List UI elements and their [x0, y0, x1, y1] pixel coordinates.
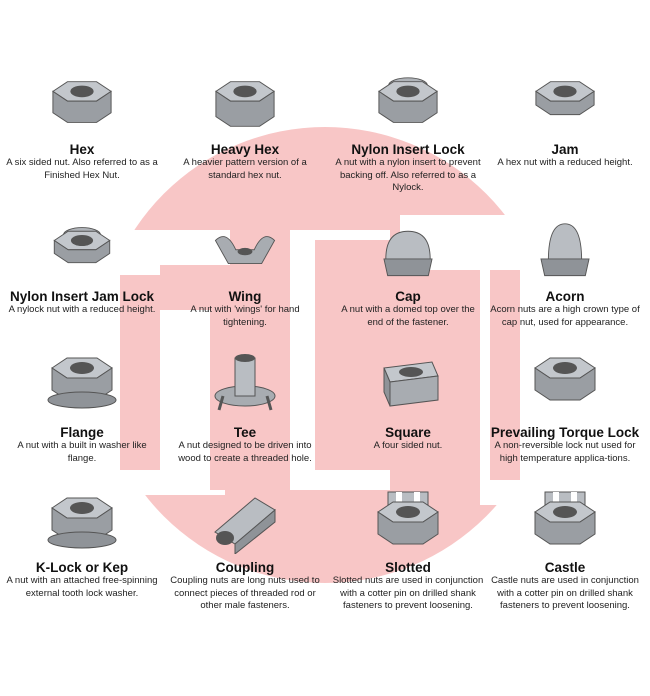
- nut-name: Acorn: [545, 289, 585, 304]
- nut-description: A nylock nut with a reduced height.: [8, 304, 156, 315]
- nut-description: A nut with a nylon insert to prevent bac…: [335, 157, 481, 193]
- nut-name: Cap: [395, 289, 421, 304]
- castle-nut-icon: [534, 491, 596, 545]
- tee-nut-icon: [214, 354, 276, 411]
- nut-description: A nut with a built in washer like flange…: [17, 440, 147, 464]
- nut-description: A nut with 'wings' for hand tightening.: [190, 304, 300, 328]
- nut-description: Acorn nuts are a high crown type of cap …: [490, 304, 640, 328]
- nut-description: A non-reversible lock nut used for high …: [494, 440, 636, 464]
- nut-description: Coupling nuts are long nuts used to conn…: [170, 575, 320, 611]
- hex-nut-icon: [52, 81, 112, 123]
- heavy-hex-nut-icon: [215, 81, 275, 127]
- coupling-nut-icon: [214, 497, 276, 554]
- nut-name: Heavy Hex: [210, 142, 280, 157]
- wing-nut-icon: [214, 236, 276, 265]
- cap-nut-icon: [383, 230, 433, 277]
- flange-nut-icon: [47, 357, 117, 409]
- nut-name: Flange: [60, 425, 104, 440]
- k-lock-nut-icon: [47, 497, 117, 549]
- nut-name: Nylon Insert Lock: [351, 142, 465, 157]
- nut-name: Castle: [544, 560, 586, 575]
- nut-description: A nut with an attached free-spinning ext…: [6, 575, 158, 599]
- nut-name: Tee: [233, 425, 257, 440]
- prevailing-torque-nut-icon: [534, 357, 596, 401]
- nut-name: Wing: [228, 289, 262, 304]
- nut-description: Slotted nuts are used in conjunction wit…: [332, 575, 484, 611]
- slotted-nut-icon: [377, 491, 439, 545]
- nut-name: Coupling: [215, 560, 275, 575]
- nut-description: A four sided nut.: [373, 440, 443, 451]
- acorn-nut-icon: [540, 223, 590, 277]
- nut-name: Nylon Insert Jam Lock: [9, 289, 155, 304]
- nylon-jam-lock-nut-icon: [53, 227, 111, 264]
- nut-name: Hex: [69, 142, 95, 157]
- nut-description: A hex nut with a reduced height.: [497, 157, 633, 168]
- nut-name: Square: [385, 425, 431, 440]
- nut-name: K-Lock or Kep: [35, 560, 129, 575]
- nut-description: A six sided nut. Also referred to as a F…: [6, 157, 158, 181]
- nut-description: A nut with a domed top over the end of t…: [341, 304, 475, 328]
- nut-name: Prevailing Torque Lock: [490, 425, 640, 440]
- nut-name: Slotted: [385, 560, 431, 575]
- square-nut-icon: [383, 361, 439, 407]
- nylon-insert-lock-nut-icon: [378, 77, 438, 123]
- nut-description: Castle nuts are used in conjunction with…: [491, 575, 639, 611]
- jam-nut-icon: [535, 81, 595, 116]
- nut-description: A heavier pattern version of a standard …: [183, 157, 307, 181]
- nut-name: Jam: [551, 142, 579, 157]
- nut-description: A nut designed to be driven into wood to…: [178, 440, 312, 464]
